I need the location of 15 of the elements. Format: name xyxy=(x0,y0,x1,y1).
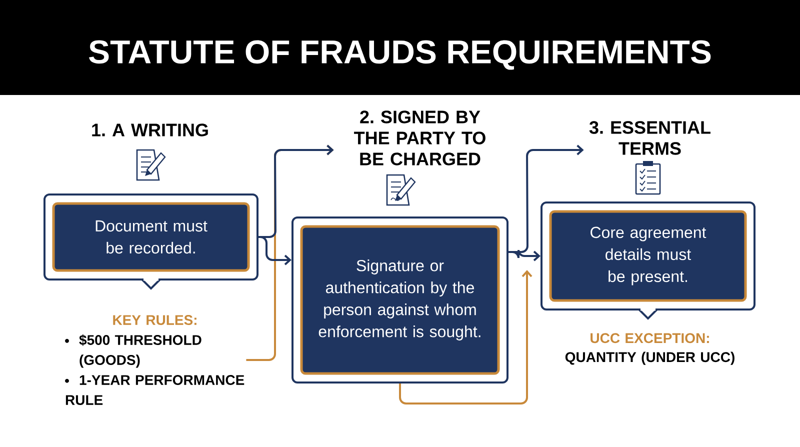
arrow xyxy=(508,144,584,253)
arrow xyxy=(258,144,334,238)
key-rules-list: KEY RULES: $500 THRESHOLD (GOODS) 1-YEAR PERFORMANCE RULE xyxy=(65,315,244,405)
step-heading: 1. A WRITING xyxy=(92,124,208,136)
arrow xyxy=(399,270,532,404)
title-banner: STATUTE OF FRAUDS REQUIREMENTS xyxy=(0,0,800,95)
exception-note: UCC EXCEPTION: QUANTITY (UNDER UCC) xyxy=(565,333,734,365)
node-label: 1-YEAR PERFORMANCE RULE xyxy=(66,375,244,405)
step-heading: 3. ESSENTIAL TERMS xyxy=(589,121,710,155)
step-heading: 2. SIGNED BY THE PARTY TO BE CHARGED xyxy=(354,110,486,166)
process-box: Signature or authentication by the person against whom enforcement is sought. xyxy=(292,216,508,384)
node-label: KEY RULES: xyxy=(113,315,196,325)
process-box: Document must be recorded. xyxy=(44,194,258,290)
process-box: Core agreement details must be present. xyxy=(540,202,756,320)
node-label: $500 THRESHOLD (GOODS) xyxy=(79,334,202,368)
